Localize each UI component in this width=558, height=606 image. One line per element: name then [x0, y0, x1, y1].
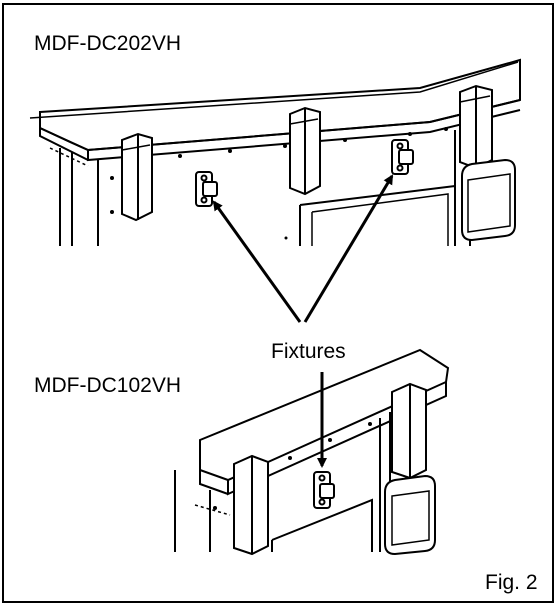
- figure-frame: [2, 3, 554, 603]
- bottom-unit-drawing: [174, 348, 450, 556]
- fixtures-label: Fixtures: [271, 340, 346, 363]
- model-label-top: MDF-DC202VH: [34, 32, 182, 55]
- figure-caption: Fig. 2: [485, 571, 538, 594]
- model-label-bottom: MDF-DC102VH: [34, 374, 182, 397]
- fixture-arrows: [212, 174, 394, 323]
- top-unit-drawing: [29, 58, 521, 246]
